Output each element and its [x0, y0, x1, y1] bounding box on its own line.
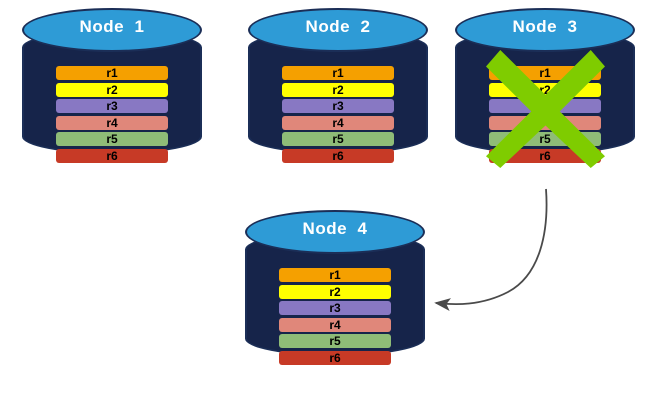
cylinder-top-ellipse	[245, 210, 425, 254]
record-bar[interactable]: r1	[56, 66, 168, 80]
cylinder-top-ellipse	[248, 8, 428, 52]
record-bar[interactable]: r3	[279, 301, 391, 315]
record-bar[interactable]: r6	[489, 149, 601, 163]
record-bar[interactable]: r5	[279, 334, 391, 348]
record-bar[interactable]: r3	[489, 99, 601, 113]
record-bar[interactable]: r1	[279, 268, 391, 282]
record-bar[interactable]: r2	[279, 285, 391, 299]
record-bar[interactable]: r2	[282, 83, 394, 97]
record-bar[interactable]: r5	[489, 132, 601, 146]
record-bar[interactable]: r5	[282, 132, 394, 146]
record-bar[interactable]: r1	[489, 66, 601, 80]
cylinder-top-ellipse	[455, 8, 635, 52]
record-bar[interactable]: r5	[56, 132, 168, 146]
record-bar[interactable]: r2	[56, 83, 168, 97]
record-bar[interactable]: r3	[56, 99, 168, 113]
record-bar[interactable]: r2	[489, 83, 601, 97]
record-bar[interactable]: r4	[56, 116, 168, 130]
record-bar[interactable]: r6	[56, 149, 168, 163]
cylinder-top-ellipse	[22, 8, 202, 52]
failover-arrow	[434, 188, 548, 311]
record-bar[interactable]: r4	[282, 116, 394, 130]
record-bar[interactable]: r3	[282, 99, 394, 113]
record-bar[interactable]: r1	[282, 66, 394, 80]
record-bar[interactable]: r6	[279, 351, 391, 365]
record-bar[interactable]: r4	[489, 116, 601, 130]
record-bar[interactable]: r6	[282, 149, 394, 163]
record-bar[interactable]: r4	[279, 318, 391, 332]
